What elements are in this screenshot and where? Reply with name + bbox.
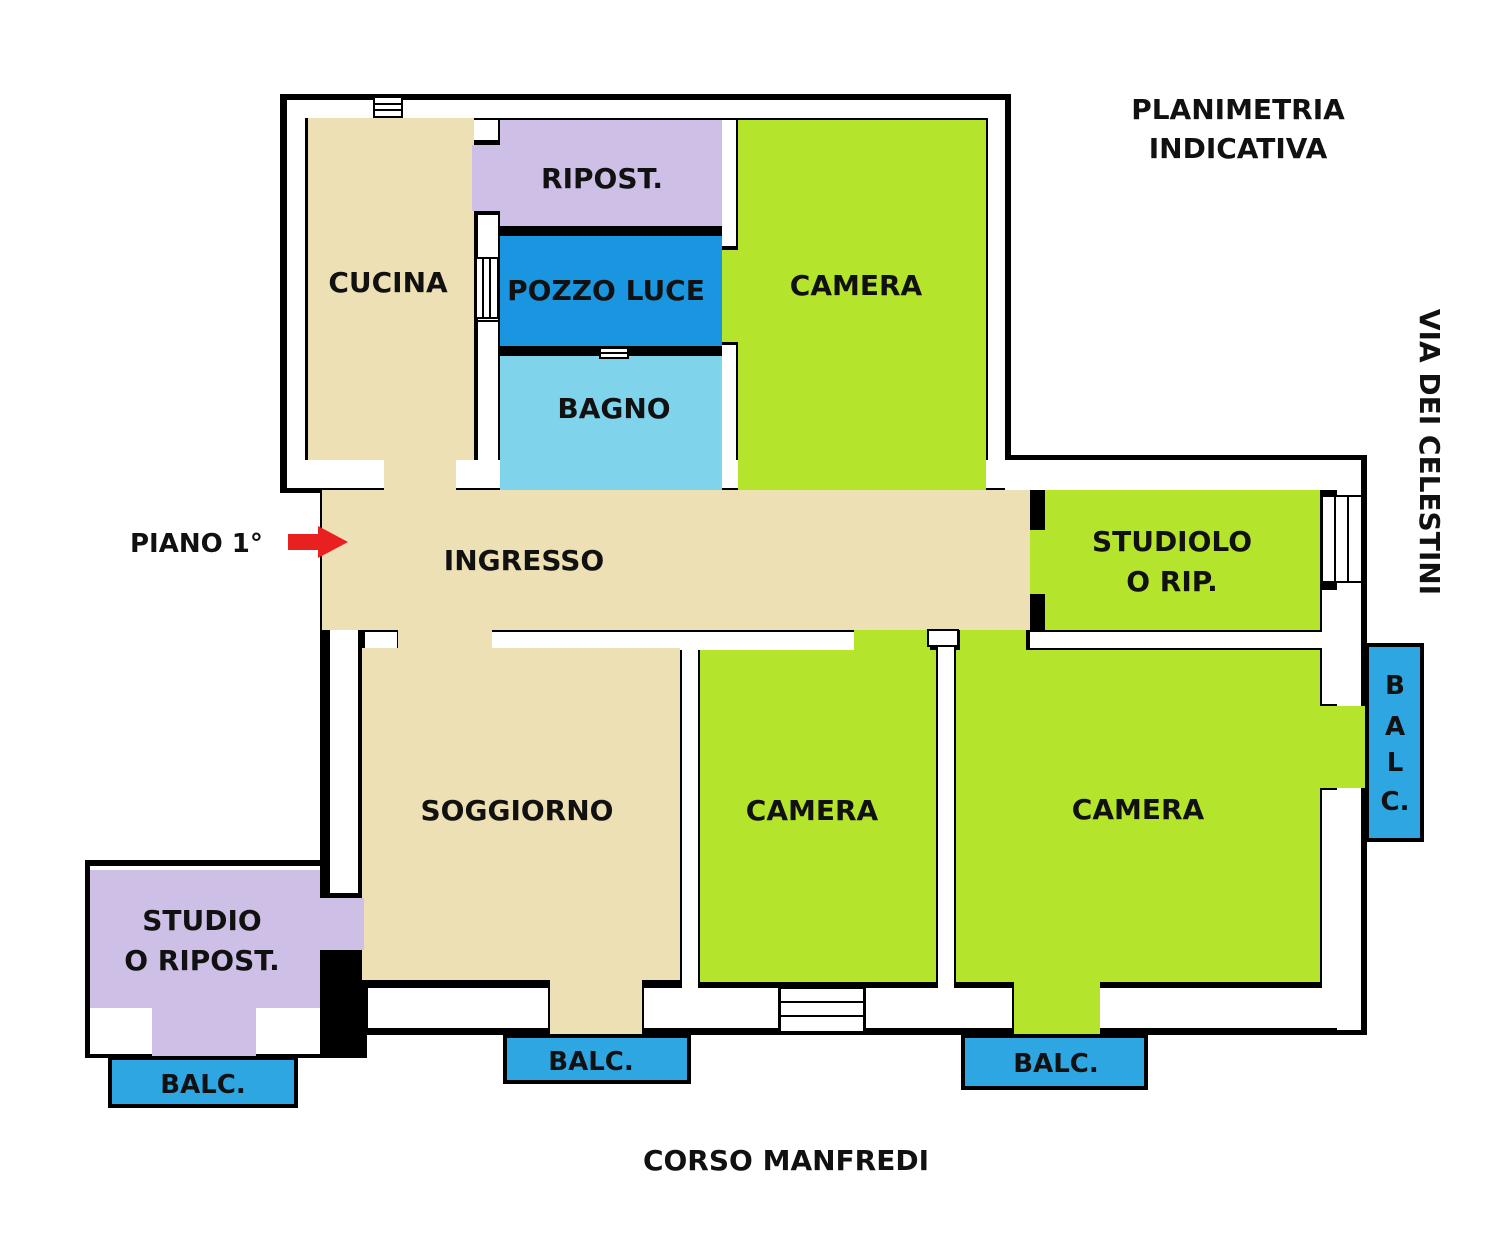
balcony-est-letter-3: L [1387, 748, 1404, 778]
room-fills [90, 118, 1368, 1058]
balcony-centro [503, 1034, 691, 1084]
door-studiolo [1030, 530, 1050, 594]
room-bagno-label: BAGNO [557, 392, 670, 425]
street-east-label: VIA DEI CELESTINI [1413, 309, 1446, 595]
balcony-ovest-label: BALC. [160, 1070, 245, 1100]
title-line1: PLANIMETRIA [1131, 93, 1345, 126]
floor-label: PIANO 1° [130, 529, 263, 559]
room-camera-nord-fill [738, 120, 986, 490]
street-south-label: CORSO MANFREDI [643, 1144, 929, 1177]
window-ingresso-pillar [927, 629, 959, 647]
room-soggiorno-label: SOGGIORNO [421, 794, 614, 827]
studio-passage [152, 1006, 256, 1058]
title-line2: INDICATIVA [1149, 132, 1328, 165]
room-cucina-fill [308, 118, 474, 460]
window-camera-centro-south [779, 987, 865, 1033]
room-studiolo-label-2: O RIP. [1126, 565, 1218, 598]
balconies [108, 643, 1424, 1108]
door-camera-nord [722, 250, 738, 342]
room-camera-centro-fill [700, 650, 936, 982]
room-camera-centro-label: CAMERA [746, 794, 879, 827]
window-studiolo-east [1321, 495, 1363, 583]
door-cucina-ingresso [384, 460, 456, 490]
room-studiolo-label-1: STUDIOLO [1092, 525, 1252, 558]
room-pozzo-luce-fill [500, 236, 722, 346]
balcony-est-letter-4: C. [1381, 787, 1410, 817]
balcony-est-letter-1: B [1385, 671, 1405, 701]
room-ingresso-label: INGRESSO [444, 544, 604, 577]
door-studio [318, 898, 364, 950]
room-pozzo-luce-label: POZZO LUCE [507, 274, 705, 307]
room-ingresso-fill [322, 490, 1030, 630]
room-studio-label-1: STUDIO [142, 904, 261, 937]
balcony-sud-est-label: BALC. [1013, 1049, 1098, 1079]
door-camera-centro [854, 630, 930, 652]
window-cucina-pozzo [475, 257, 499, 319]
entry-arrow [288, 526, 348, 558]
door-camera-nord-ingresso [872, 460, 962, 490]
room-studiolo-fill [1045, 490, 1320, 630]
balcony-centro-label: BALC. [548, 1047, 633, 1077]
window-cucina-north [373, 96, 403, 118]
balcony-est [1365, 643, 1424, 842]
camera-est-balc-door [1318, 706, 1368, 788]
room-studio-label-2: O RIPOST. [124, 944, 280, 977]
door-camera-est [960, 630, 1026, 652]
windows [373, 96, 1363, 1033]
balcony-ovest [108, 1056, 298, 1108]
room-camera-est-fill [956, 650, 1320, 982]
soggiorno-balc-passage [550, 980, 642, 1036]
labels: PLANIMETRIA INDICATIVA PIANO 1° VIA DEI … [124, 93, 1446, 1177]
balcony-sud-est [961, 1034, 1148, 1090]
room-camera-nord-label: CAMERA [790, 269, 923, 302]
room-bagno-fill [500, 356, 722, 490]
window-bagno [599, 347, 629, 359]
room-camera-est-label: CAMERA [1072, 793, 1205, 826]
camera-est-balc-passage [1014, 980, 1100, 1036]
balcony-est-letter-2: A [1385, 712, 1405, 742]
room-studio-fill [90, 870, 320, 1008]
room-cucina-label: CUCINA [328, 266, 448, 299]
door-cucina-ripost [472, 145, 502, 211]
room-ripostiglio-fill [500, 120, 722, 226]
room-ripostiglio-label: RIPOST. [541, 162, 663, 195]
room-soggiorno-fill [362, 648, 680, 980]
door-soggiorno [398, 630, 492, 650]
